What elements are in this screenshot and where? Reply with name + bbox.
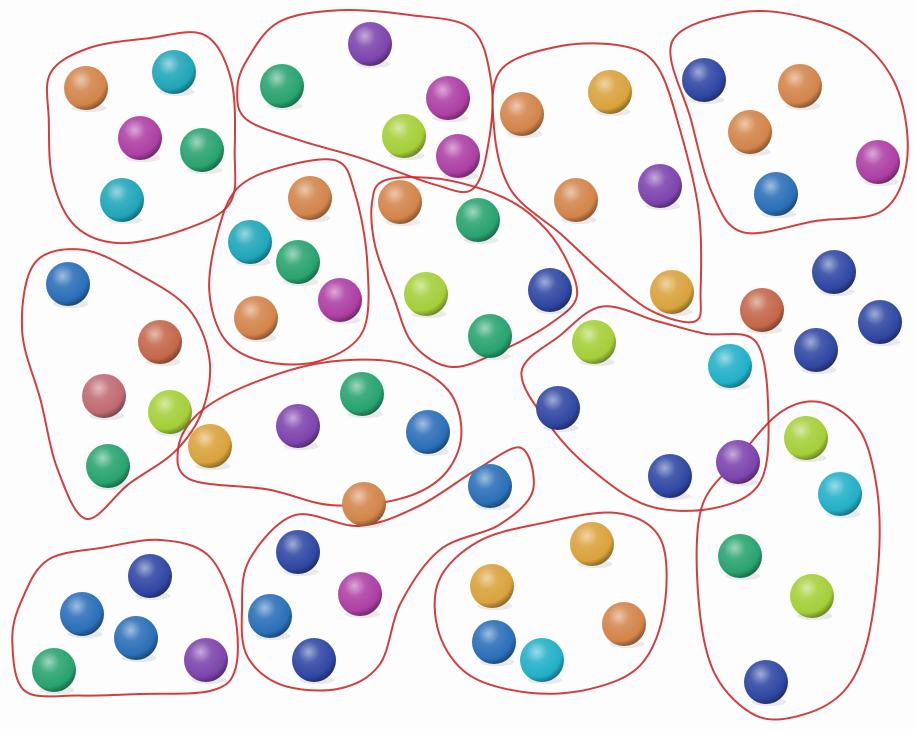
ball-green	[32, 648, 76, 694]
ball-lime	[784, 416, 828, 462]
ball-blue	[754, 172, 798, 218]
ball-blue	[248, 594, 292, 640]
ball-navy	[812, 250, 856, 296]
ball-navy	[858, 300, 902, 346]
ball-lime	[572, 320, 616, 366]
ball-navy	[794, 328, 838, 374]
ball-magenta	[436, 134, 480, 180]
ball-cyan	[818, 472, 862, 518]
ball-purple	[276, 404, 320, 450]
ball-orange	[342, 482, 386, 528]
ball-orange	[378, 180, 422, 226]
ball-navy	[276, 530, 320, 576]
ball-navy	[292, 638, 336, 684]
ball-cyan	[520, 638, 564, 684]
ball-blue	[60, 592, 104, 638]
ball-green	[718, 534, 762, 580]
ball-teal	[100, 178, 144, 224]
ball-blue	[468, 464, 512, 510]
ball-blue	[472, 620, 516, 666]
ball-amber	[470, 564, 514, 610]
ball-blue	[46, 262, 90, 308]
ball-orange	[234, 296, 278, 342]
ball-brick	[740, 288, 784, 334]
ball-brick	[138, 320, 182, 366]
ball-orange	[64, 66, 108, 112]
ball-orange	[778, 64, 822, 110]
ball-purple	[184, 638, 228, 684]
ball-orange	[288, 176, 332, 222]
ball-magenta	[338, 572, 382, 618]
ball-orange	[500, 92, 544, 138]
ball-magenta	[856, 140, 900, 186]
ball-green	[86, 444, 130, 490]
ball-teal	[152, 50, 196, 96]
ball-orange	[554, 178, 598, 224]
ball-navy	[744, 660, 788, 706]
ball-amber	[650, 270, 694, 316]
ball-purple	[638, 164, 682, 210]
ball-green	[276, 240, 320, 286]
ball-blue	[114, 616, 158, 662]
ball-amber	[588, 70, 632, 116]
ball-green	[180, 128, 224, 174]
ball-lime	[382, 114, 426, 160]
ball-amber	[188, 424, 232, 470]
ball-teal	[228, 220, 272, 266]
ball-green	[340, 372, 384, 418]
ball-navy	[536, 386, 580, 432]
ball-navy	[128, 554, 172, 600]
ball-cyan	[708, 344, 752, 390]
ball-lime	[790, 574, 834, 620]
ball-blue	[406, 410, 450, 456]
ball-magenta	[118, 116, 162, 162]
ball-purple	[716, 440, 760, 486]
ball-green	[260, 64, 304, 110]
ball-purple	[348, 22, 392, 68]
ball-orange	[728, 110, 772, 156]
ball-navy	[682, 58, 726, 104]
ball-amber	[570, 522, 614, 568]
ball-green	[468, 314, 512, 360]
ball-rose	[82, 374, 126, 420]
ball-magenta	[426, 76, 470, 122]
ball-green	[456, 198, 500, 244]
ball-lime	[404, 272, 448, 318]
ball-navy	[648, 454, 692, 500]
ball-magenta	[318, 278, 362, 324]
ball-navy	[528, 268, 572, 314]
ball-orange	[602, 602, 646, 648]
